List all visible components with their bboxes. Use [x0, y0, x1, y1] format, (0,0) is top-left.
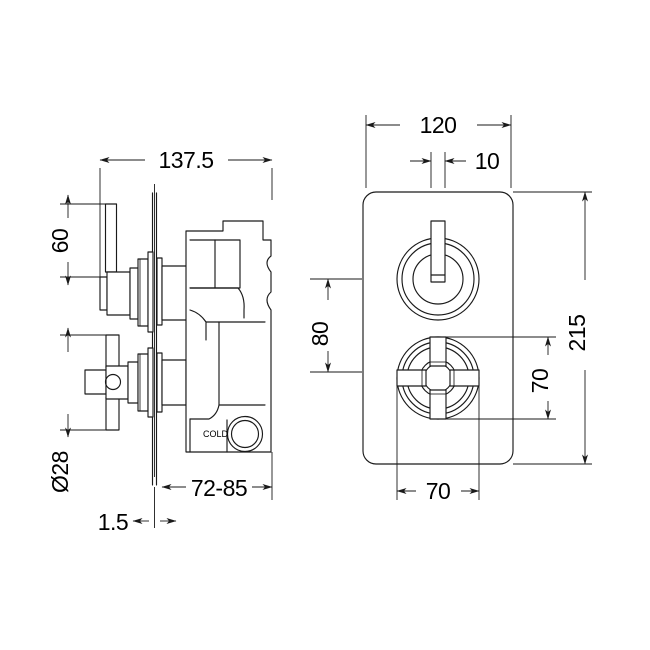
lower-cross-control-front [396, 336, 480, 420]
cold-label: COLD [203, 429, 229, 439]
dim-label-120: 120 [420, 112, 457, 138]
upper-lever-control-front [396, 220, 480, 321]
dim-1-5: 1.5 [98, 509, 177, 535]
dim-label-diameter-28: Ø28 [47, 451, 73, 493]
upper-lever-handle [99, 203, 193, 333]
dim-70-horizontal: 70 [396, 382, 480, 504]
dim-label-72-85: 72-85 [191, 475, 247, 501]
dim-diameter-28: Ø28 [47, 327, 106, 493]
wall-mounting-plate [151, 192, 158, 486]
dim-215: 215 [513, 191, 592, 465]
dim-10: 10 [410, 148, 500, 188]
dim-60: 60 [47, 194, 112, 286]
dim-120: 120 [365, 112, 512, 188]
dim-80: 80 [307, 278, 362, 373]
dim-label-1-5: 1.5 [98, 509, 128, 535]
dim-label-215: 215 [564, 315, 590, 352]
dim-137-5: 137.5 [99, 147, 273, 290]
dim-label-60: 60 [47, 229, 73, 254]
dim-label-70-horizontal: 70 [426, 478, 451, 504]
dim-label-80: 80 [307, 322, 333, 347]
side-elevation-view: COLD [84, 184, 272, 528]
dim-label-70-vertical: 70 [527, 369, 553, 394]
valve-body-side-profile: COLD [185, 220, 272, 453]
lower-cross-handle [84, 334, 187, 431]
front-elevation-view [362, 191, 514, 465]
dim-label-10: 10 [475, 148, 500, 174]
dim-72-85: 72-85 [161, 452, 273, 501]
face-plate [362, 191, 514, 465]
dim-label-137-5: 137.5 [158, 147, 213, 173]
dim-70-vertical: 70 [442, 336, 556, 420]
